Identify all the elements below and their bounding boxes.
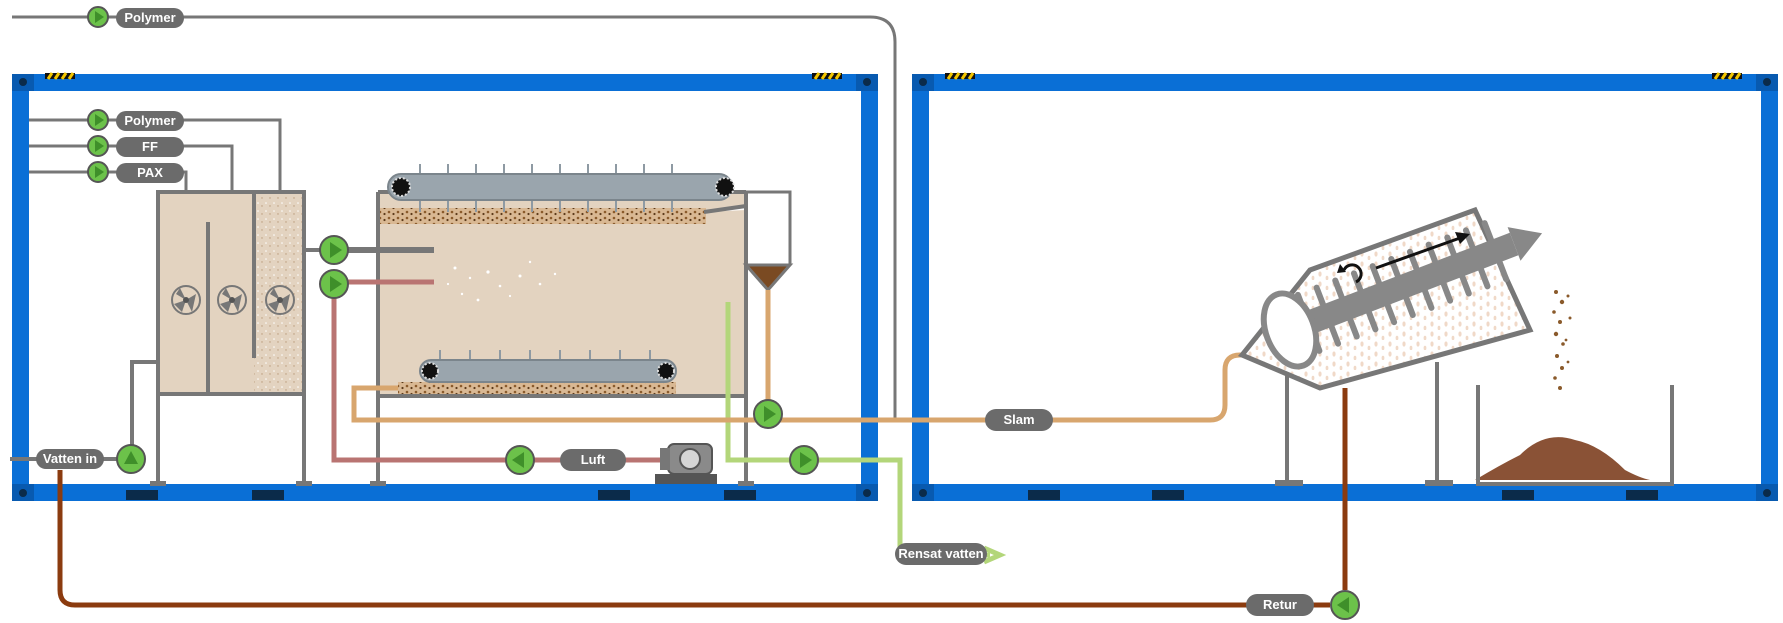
sludge-pipe bbox=[351, 290, 1262, 423]
micro-bubbles bbox=[446, 260, 557, 302]
label-luft: Luft bbox=[560, 449, 626, 471]
mixer-icon bbox=[217, 285, 247, 315]
svg-text:Polymer: Polymer bbox=[124, 113, 175, 128]
container-feet bbox=[1028, 490, 1658, 500]
right-container bbox=[912, 72, 1778, 501]
pump-icon[interactable] bbox=[87, 6, 109, 28]
svg-text:Slam: Slam bbox=[1003, 412, 1034, 427]
hazard-stripe bbox=[945, 72, 1742, 80]
return-pipe bbox=[57, 388, 1348, 608]
svg-text:FF: FF bbox=[142, 139, 158, 154]
svg-text:Luft: Luft bbox=[581, 452, 606, 467]
pump-icon[interactable] bbox=[87, 161, 109, 183]
sludge-hopper bbox=[742, 190, 794, 293]
label-polymer: Polymer bbox=[116, 111, 184, 131]
hazard-stripe bbox=[45, 72, 842, 80]
pump-icon[interactable] bbox=[87, 109, 109, 131]
arrow-right-icon bbox=[1375, 232, 1470, 270]
pump-icon[interactable] bbox=[753, 399, 783, 429]
screw-press bbox=[1237, 206, 1572, 486]
svg-text:Polymer: Polymer bbox=[124, 10, 175, 25]
compressor-icon bbox=[655, 443, 717, 484]
svg-text:PAX: PAX bbox=[137, 165, 163, 180]
dewatered-sludge-falling bbox=[1552, 290, 1572, 390]
label-slam: Slam bbox=[985, 409, 1053, 431]
pump-icon[interactable] bbox=[116, 444, 146, 474]
svg-text:Retur: Retur bbox=[1263, 597, 1297, 612]
flocculation-tank bbox=[150, 190, 312, 486]
container-feet bbox=[126, 490, 756, 500]
label-vatten-in: Vatten in bbox=[36, 449, 104, 469]
pump-icon[interactable] bbox=[505, 445, 535, 475]
flotation-tank bbox=[340, 164, 794, 486]
inlet-pipe bbox=[10, 360, 158, 461]
pump-icon[interactable] bbox=[1330, 590, 1360, 620]
svg-text:Vatten in: Vatten in bbox=[43, 451, 97, 466]
sludge-bin bbox=[1475, 385, 1674, 486]
svg-text:Rensat vatten: Rensat vatten bbox=[898, 546, 983, 561]
pump-icon[interactable] bbox=[319, 235, 349, 265]
mixer-icon bbox=[171, 285, 201, 315]
polymer-feed-top-line bbox=[12, 15, 897, 420]
skimmer-conveyor bbox=[387, 164, 735, 212]
label-retur: Retur bbox=[1246, 594, 1314, 616]
bottom-scraper-conveyor bbox=[419, 350, 677, 383]
label-polymer-top: Polymer bbox=[116, 8, 184, 28]
pump-icon[interactable] bbox=[87, 135, 109, 157]
pump-icon[interactable] bbox=[789, 445, 819, 475]
label-pax: PAX bbox=[116, 163, 184, 183]
mixer-icon bbox=[265, 285, 295, 315]
label-ff: FF bbox=[116, 137, 184, 157]
rotate-icon bbox=[1337, 263, 1363, 284]
left-container bbox=[12, 72, 878, 501]
label-rensat-vatten: Rensat vatten bbox=[895, 543, 987, 565]
pump-icon[interactable] bbox=[319, 269, 349, 299]
